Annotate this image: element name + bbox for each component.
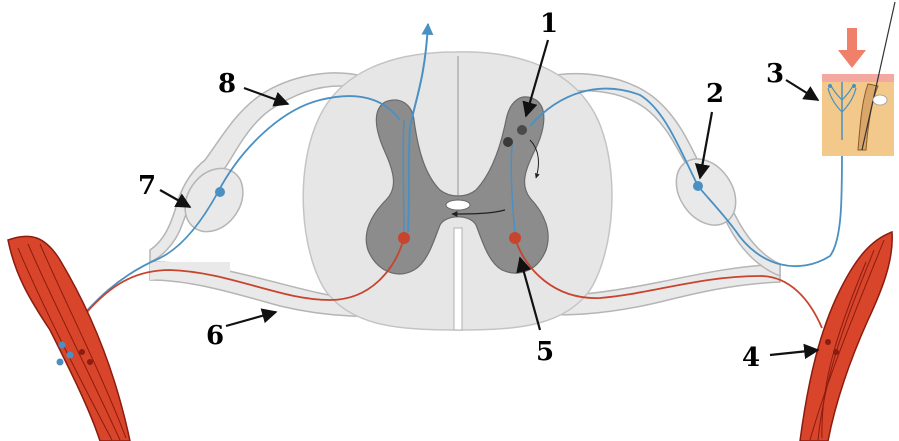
anterior-median-fissure bbox=[454, 228, 462, 330]
label-2: 2 bbox=[706, 79, 724, 109]
left-internal-fiber bbox=[403, 120, 404, 234]
stimulus-arrow-icon bbox=[838, 28, 866, 68]
spinal-cord bbox=[303, 52, 612, 330]
interneuron-1 bbox=[517, 125, 527, 135]
right-ganglion-cell bbox=[693, 181, 703, 191]
label-7: 7 bbox=[138, 171, 156, 201]
arrow-6 bbox=[226, 312, 276, 326]
label-1: 1 bbox=[540, 9, 558, 39]
left-ganglion-cell bbox=[215, 187, 225, 197]
label-5: 5 bbox=[536, 337, 554, 367]
label-4: 4 bbox=[742, 343, 760, 373]
muscle-left-icon bbox=[8, 236, 130, 441]
label-6: 6 bbox=[206, 321, 224, 351]
arrow-4 bbox=[770, 350, 818, 355]
central-canal bbox=[446, 200, 470, 210]
label-8: 8 bbox=[218, 69, 236, 99]
label-3: 3 bbox=[766, 59, 784, 89]
arrow-3 bbox=[786, 80, 818, 100]
skin-receptor-icon bbox=[822, 2, 895, 156]
